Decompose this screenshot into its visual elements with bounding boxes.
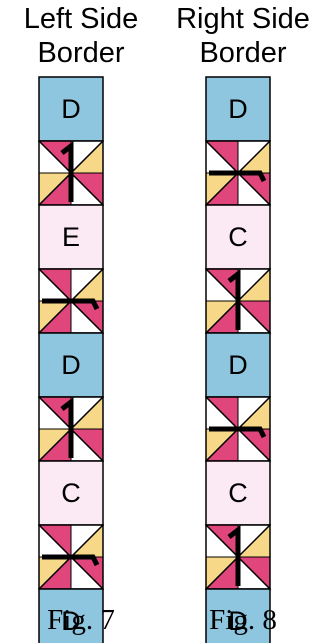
pinwheel-block [206,269,270,333]
letter-block: C [206,205,270,269]
letter-block: C [206,461,270,525]
block-letter: C [61,478,81,508]
pinwheel-block [206,397,270,461]
letter-block: D [39,77,103,141]
pinwheel-block [39,141,103,205]
pinwheel-block [39,525,103,589]
block-letter: D [228,350,248,380]
block-letter: D [61,94,81,124]
fig7-caption: Fig. 7 [0,603,162,637]
letter-block: D [206,333,270,397]
pinwheel-block [39,397,103,461]
block-letter: D [61,350,81,380]
letter-block: C [39,461,103,525]
fig8-caption: Fig. 8 [162,603,324,637]
block-letter: D [228,94,248,124]
pinwheel-block [206,141,270,205]
block-letter: C [228,222,248,252]
letter-block: D [206,77,270,141]
pinwheel-block [206,525,270,589]
block-letter: E [62,222,80,252]
letter-block: D [39,333,103,397]
pinwheel-block [39,269,103,333]
block-letter: C [228,478,248,508]
letter-block: E [39,205,103,269]
